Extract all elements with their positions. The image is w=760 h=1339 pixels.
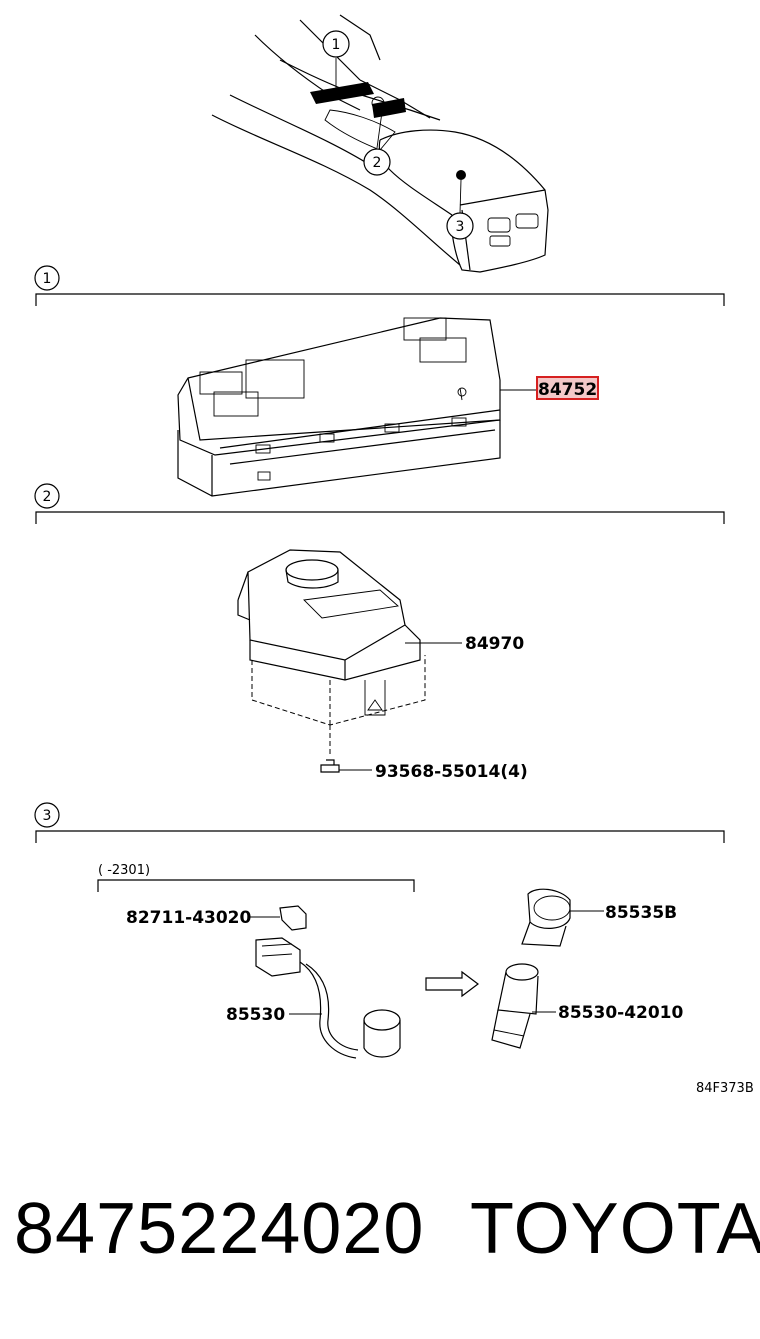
section-1-bracket [35, 293, 725, 306]
part-label-85535B: 85535B [605, 903, 677, 923]
section-1: 1 84752 [34, 265, 725, 497]
highlight-box [536, 376, 599, 400]
callout-1-circle [322, 30, 350, 58]
diagram-code: 84F373B [696, 1081, 754, 1096]
section-3-bracket [35, 830, 725, 843]
socket-new-illustration [491, 963, 556, 1049]
part-number-title: 8475224020 [14, 1189, 425, 1269]
callout-2-label: 2 [373, 155, 382, 171]
part-label-84752: 84752 [538, 380, 597, 400]
section-2-marker [34, 483, 60, 509]
section-3: 3 ( -2301) 82711-43020 85530 [34, 802, 725, 1059]
console-overview-illustration: 1 2 3 [211, 14, 549, 273]
callout-1-label: 1 [332, 37, 341, 53]
part-label-clip: 82711-43020 [126, 908, 252, 928]
section-1-marker [34, 265, 60, 291]
range-bracket [97, 879, 415, 892]
part-label-screw: 93568-55014(4) [375, 762, 528, 782]
range-note: ( -2301) [98, 863, 150, 878]
socket-harness-illustration [248, 905, 401, 1059]
switch-panel-illustration [177, 317, 536, 497]
part-label-85530-42010: 85530-42010 [558, 1003, 684, 1023]
footer: 8475224020 TOYOTA [0, 1188, 760, 1278]
socket-cover-illustration [521, 888, 604, 947]
callout-3-label: 3 [456, 219, 465, 235]
part-label-85530: 85530 [226, 1005, 285, 1025]
section-2: 2 84970 93568-55014(4) [34, 483, 725, 782]
callout-2-circle [363, 148, 391, 176]
part-label-84970: 84970 [465, 634, 524, 654]
callout-3-circle [446, 212, 474, 240]
brand-name: TOYOTA [470, 1189, 760, 1269]
section-1-number: 1 [43, 271, 52, 287]
controller-illustration [237, 549, 462, 773]
replacement-arrow [425, 970, 479, 998]
section-2-bracket [35, 511, 725, 524]
section-3-number: 3 [43, 808, 52, 824]
section-3-marker [34, 802, 60, 828]
section-2-number: 2 [43, 489, 52, 505]
